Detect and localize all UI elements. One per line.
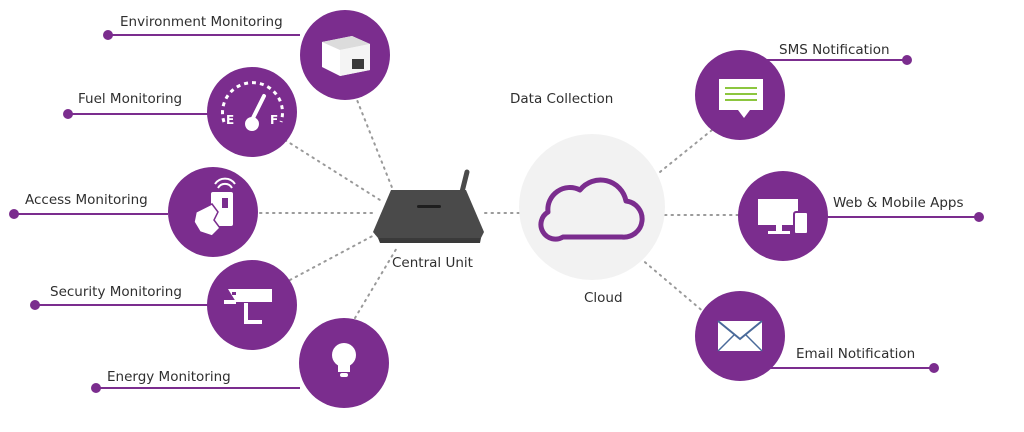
sms-message-icon — [719, 79, 763, 118]
leader-dot — [9, 209, 19, 219]
router-icon — [373, 190, 484, 238]
connector-security — [289, 231, 381, 281]
node-security-monitoring — [207, 260, 297, 350]
leader-dot — [91, 383, 101, 393]
leader-dot — [30, 300, 40, 310]
svg-text:E: E — [226, 113, 234, 127]
label-central-unit: Central Unit — [392, 255, 473, 271]
connector-fuel — [284, 139, 381, 201]
label-fuel-monitoring: Fuel Monitoring — [78, 91, 183, 107]
node-environment-monitoring — [300, 10, 390, 100]
label-security-monitoring: Security Monitoring — [50, 284, 182, 300]
node-fuel-monitoring: E F — [207, 67, 297, 157]
cloud-node — [519, 134, 665, 280]
leader-dot — [63, 109, 73, 119]
lightbulb-icon — [332, 343, 356, 377]
label-email-notification: Email Notification — [796, 346, 916, 362]
central-unit — [373, 169, 484, 243]
leader-dot — [902, 55, 912, 65]
security-camera-icon — [224, 289, 272, 324]
label-energy-monitoring: Energy Monitoring — [107, 369, 231, 385]
connectors — [259, 94, 741, 319]
connector-environment — [354, 94, 396, 196]
connector-sms — [654, 129, 713, 177]
node-email-notification — [695, 291, 785, 381]
svg-text:F: F — [270, 113, 278, 127]
node-web-mobile-apps — [738, 171, 828, 261]
leader-lines-right — [765, 55, 984, 373]
fuel-gauge-icon: E F — [221, 81, 284, 131]
cloud-icon — [538, 177, 645, 242]
node-access-monitoring — [168, 167, 258, 257]
access-card-icon — [193, 177, 236, 237]
node-sms-notification — [695, 50, 785, 140]
label-access-monitoring: Access Monitoring — [25, 192, 148, 208]
node-energy-monitoring — [299, 318, 389, 408]
leader-dot — [103, 30, 113, 40]
label-environment-monitoring: Environment Monitoring — [120, 14, 283, 30]
label-web-mobile-apps: Web & Mobile Apps — [833, 195, 964, 211]
envelope-icon — [717, 320, 763, 352]
label-cloud: Cloud — [584, 290, 623, 306]
connector-email — [639, 257, 706, 314]
leader-lines-left — [9, 30, 300, 393]
devices-icon — [758, 199, 809, 235]
leader-dot — [929, 363, 939, 373]
label-sms-notification: SMS Notification — [779, 42, 890, 58]
connector-energy — [354, 245, 399, 319]
leader-dot — [974, 212, 984, 222]
sensor-box-icon — [322, 36, 370, 76]
label-data-collection: Data Collection — [510, 91, 614, 107]
